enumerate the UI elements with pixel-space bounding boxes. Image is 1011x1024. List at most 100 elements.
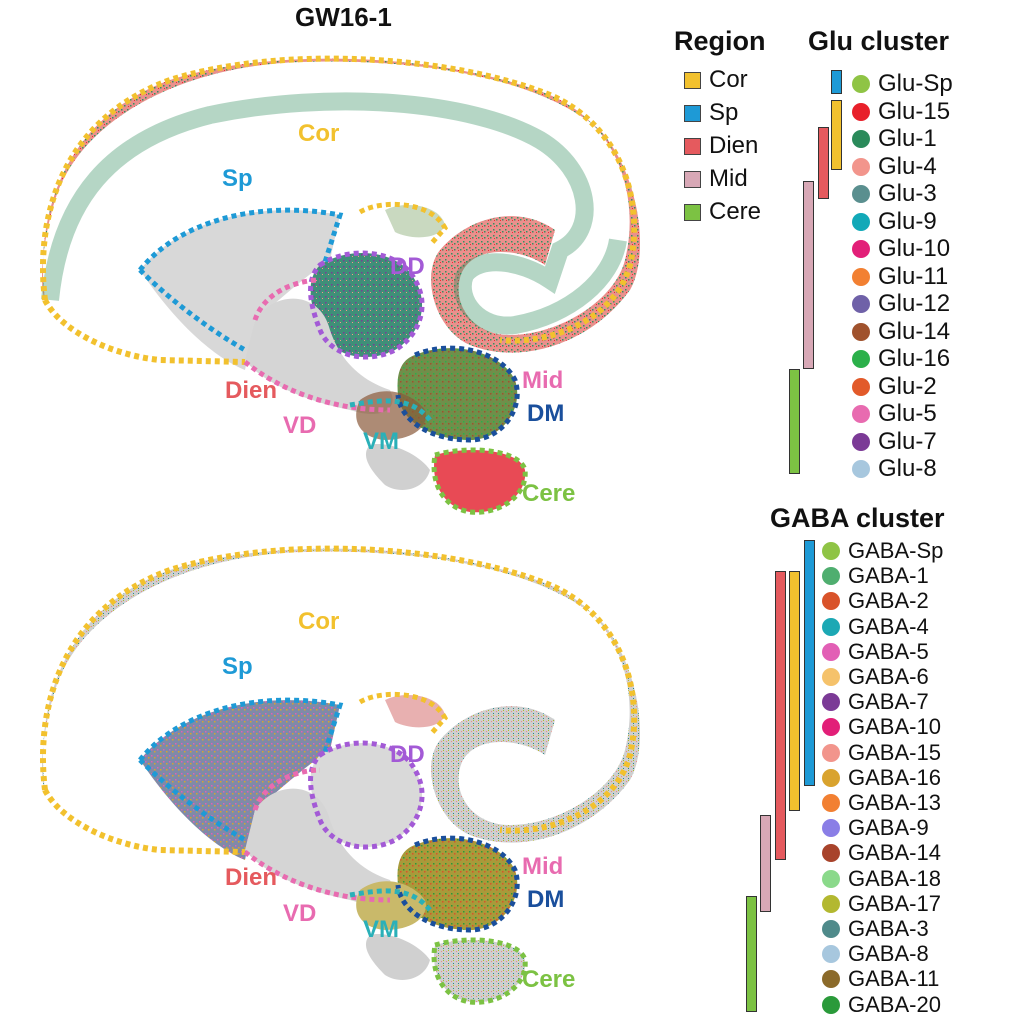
gaba-legend-item: GABA-5 bbox=[822, 638, 929, 664]
gaba-legend-label: GABA-18 bbox=[848, 865, 941, 891]
label-dd-top: DD bbox=[390, 253, 425, 280]
gaba-legend-swatch bbox=[822, 768, 840, 787]
gaba-legend-label: GABA-16 bbox=[848, 764, 941, 790]
cerebellum-area bbox=[434, 450, 526, 513]
label-cor-bottom: Cor bbox=[298, 608, 340, 635]
glu-legend-item: Glu-9 bbox=[852, 209, 937, 234]
glu-legend-item: Glu-1 bbox=[852, 127, 937, 151]
glu-legend-swatch bbox=[852, 460, 870, 478]
glu-legend-label: Glu-4 bbox=[878, 152, 937, 180]
glu-legend-label: Glu-15 bbox=[878, 97, 951, 125]
gaba-legend-swatch bbox=[822, 920, 840, 938]
region-legend-header: Region bbox=[674, 26, 766, 56]
glu-legend-item: Glu-12 bbox=[852, 292, 950, 316]
gaba-legend-swatch bbox=[822, 869, 840, 888]
glu-legend-label: Glu-16 bbox=[878, 345, 951, 372]
gaba-legend-label: GABA-14 bbox=[848, 840, 941, 866]
region-legend-label: Dien bbox=[709, 132, 759, 159]
gaba-legend-item: GABA-8 bbox=[822, 943, 929, 965]
glu-legend-item: Glu-16 bbox=[852, 347, 950, 371]
cere-outline bbox=[431, 447, 528, 515]
gaba-legend-label: GABA-5 bbox=[848, 638, 929, 664]
region-legend-label: Mid bbox=[709, 165, 748, 192]
dd-area-gaba bbox=[310, 743, 423, 848]
glu-legend-swatch bbox=[852, 240, 870, 258]
region-legend-label: Cere bbox=[709, 198, 762, 225]
gaba-legend-label: GABA-17 bbox=[848, 890, 941, 916]
label-cere-bottom: Cere bbox=[522, 966, 576, 993]
glu-bar-cor bbox=[831, 100, 842, 170]
vm-outline bbox=[349, 398, 432, 422]
gaba-legend-label: GABA-Sp bbox=[848, 538, 944, 563]
glu-legend-item: Glu-15 bbox=[852, 97, 951, 125]
label-vm-bottom: VM bbox=[363, 916, 399, 943]
region-legend-item: Cere bbox=[684, 200, 761, 224]
label-dm-top: DM bbox=[527, 400, 565, 427]
label-vd-bottom: VD bbox=[283, 900, 317, 927]
region-legend-swatch bbox=[684, 170, 701, 188]
glu-legend-label: Glu-10 bbox=[878, 235, 951, 262]
gaba-legend-swatch bbox=[822, 844, 840, 863]
gaba-legend-swatch bbox=[822, 567, 840, 586]
glu-legend-swatch bbox=[852, 130, 870, 148]
gaba-legend-label: GABA-6 bbox=[848, 664, 929, 689]
label-sp-top: Sp bbox=[222, 165, 253, 192]
gaba-legend-item: GABA-20 bbox=[822, 991, 941, 1017]
gaba-legend-header: GABA cluster bbox=[770, 503, 945, 533]
region-legend-swatch bbox=[684, 104, 701, 122]
gaba-legend-swatch bbox=[822, 642, 840, 661]
glu-legend-swatch bbox=[852, 185, 870, 203]
glu-legend-label: Glu-2 bbox=[878, 372, 937, 400]
glu-legend-swatch bbox=[852, 102, 870, 121]
gaba-legend-item: GABA-1 bbox=[822, 565, 929, 587]
gaba-legend-label: GABA-9 bbox=[848, 815, 929, 841]
region-legend-item: Dien bbox=[684, 134, 758, 158]
gaba-bar-dien bbox=[775, 571, 786, 860]
vd-outline bbox=[252, 277, 321, 321]
gaba-legend-item: GABA-11 bbox=[822, 968, 939, 990]
glu-legend-label: Glu-5 bbox=[878, 400, 937, 427]
cortex-area-gaba bbox=[42, 548, 640, 843]
label-mid-bottom: Mid bbox=[522, 853, 564, 880]
glu-section bbox=[40, 55, 640, 515]
gaba-legend-label: GABA-8 bbox=[848, 941, 929, 967]
gaba-legend-label: GABA-20 bbox=[848, 991, 941, 1017]
figure-title: GW16-1 bbox=[295, 2, 392, 32]
gaba-legend-item: GABA-3 bbox=[822, 918, 929, 940]
gaba-bar-cor bbox=[789, 571, 800, 811]
brain-sections-figure bbox=[40, 55, 640, 1005]
gaba-section bbox=[40, 545, 640, 1005]
glu-legend-label: Glu-11 bbox=[878, 262, 949, 290]
dd-area bbox=[310, 253, 423, 358]
gaba-legend-label: GABA-1 bbox=[848, 563, 929, 589]
label-dd-bottom: DD bbox=[390, 741, 425, 768]
gaba-legend-item: GABA-13 bbox=[822, 792, 941, 814]
gaba-legend-swatch bbox=[822, 668, 840, 686]
cor-outline bbox=[40, 55, 638, 344]
gaba-legend-swatch bbox=[822, 542, 840, 560]
gaba-legend-label: GABA-13 bbox=[848, 790, 941, 815]
gaba-legend-item: GABA-2 bbox=[822, 590, 929, 612]
gaba-bar-sp bbox=[804, 540, 815, 786]
gaba-legend-label: GABA-10 bbox=[848, 714, 941, 740]
gaba-legend-label: GABA-3 bbox=[848, 916, 929, 941]
glu-legend-item: Glu-5 bbox=[852, 402, 937, 426]
region-legend-swatch bbox=[684, 71, 701, 89]
gaba-legend-label: GABA-7 bbox=[848, 689, 929, 715]
glu-legend-item: Glu-7 bbox=[852, 429, 937, 454]
gaba-legend-swatch bbox=[822, 970, 840, 989]
gaba-legend-label: GABA-15 bbox=[848, 739, 941, 765]
glu-legend-label: Glu-3 bbox=[878, 180, 937, 207]
glu-legend-item: Glu-Sp bbox=[852, 72, 953, 96]
gaba-legend-item: GABA-7 bbox=[822, 691, 929, 713]
glu-legend-label: Glu-14 bbox=[878, 317, 951, 345]
glu-legend-label: Glu-8 bbox=[878, 455, 937, 482]
diencephalon-area-gaba bbox=[140, 700, 340, 860]
cortex-area bbox=[42, 58, 640, 353]
cerebellum-area-gaba bbox=[434, 940, 526, 1003]
glu-legend-swatch bbox=[852, 157, 870, 176]
gaba-legend-swatch bbox=[822, 617, 840, 636]
glu-legend-header: Glu cluster bbox=[808, 26, 950, 56]
region-legend-item: Sp bbox=[684, 101, 738, 125]
gaba-legend-item: GABA-15 bbox=[822, 739, 941, 765]
